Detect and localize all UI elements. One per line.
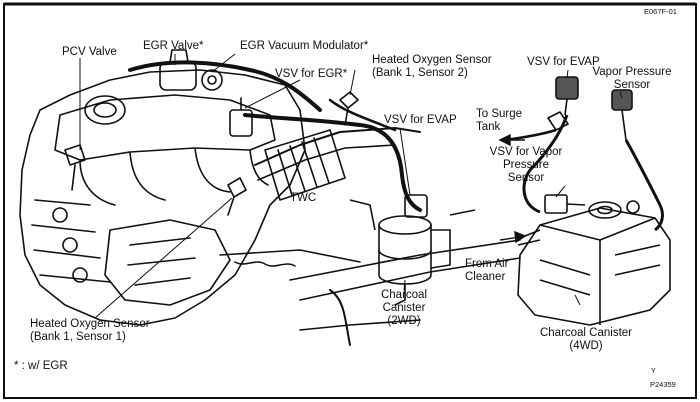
label-charcoal-canister-2wd-line1: Charcoal: [380, 289, 428, 301]
label-vsv-for-egr: VSV for EGR*: [275, 68, 348, 80]
label-charcoal-canister-2wd: Charcoal Canister (2WD): [370, 289, 438, 328]
engine-block: [19, 49, 521, 346]
label-from-air-cleaner-line2: Cleaner: [465, 271, 506, 283]
label-twc: TWC: [290, 192, 317, 204]
leader-lines: [79, 53, 623, 319]
label-vsv-for-vapor-pressure-sensor-line2: Pressure: [502, 159, 550, 171]
label-egr-vacuum-modulator: EGR Vacuum Modulator*: [240, 40, 369, 52]
label-egr-valve: EGR Valve*: [143, 40, 204, 52]
label-charcoal-canister-4wd: Charcoal Canister (4WD): [530, 327, 642, 353]
canister-4wd-drawing: [504, 76, 671, 326]
label-ho2s-bank1-sensor2-line1: Heated Oxygen Sensor: [372, 54, 492, 66]
label-vapor-pressure-sensor-line2: Sensor: [613, 79, 651, 91]
label-ho2s-bank1-sensor1: Heated Oxygen Sensor (Bank 1, Sensor 1): [30, 318, 150, 344]
label-charcoal-canister-2wd-line3: (2WD): [387, 315, 421, 327]
label-from-air-cleaner-line1: From Air: [465, 258, 509, 270]
label-charcoal-canister-4wd-line2: (4WD): [569, 340, 603, 352]
label-ho2s-bank1-sensor2: Heated Oxygen Sensor (Bank 1, Sensor 2): [372, 54, 492, 80]
label-vsv-for-evap-2wd: VSV for EVAP: [384, 114, 457, 126]
label-to-surge-tank-line2: Tank: [476, 121, 501, 133]
flow-arrows: [498, 133, 527, 244]
label-charcoal-canister-2wd-line2: Canister: [382, 302, 426, 314]
label-ho2s-bank1-sensor1-line1: Heated Oxygen Sensor: [30, 318, 150, 330]
label-to-surge-tank: To Surge Tank: [476, 108, 522, 134]
label-from-air-cleaner: From Air Cleaner: [465, 258, 508, 284]
figure-code-bottom: P24359: [650, 380, 676, 389]
label-charcoal-canister-4wd-line1: Charcoal Canister: [539, 327, 633, 339]
label-ho2s-bank1-sensor1-line2: (Bank 1, Sensor 1): [30, 331, 126, 343]
label-vsv-for-vapor-pressure-sensor: VSV for Vapor Pressure Sensor: [478, 146, 574, 185]
corner-mark: Y: [651, 368, 656, 375]
label-ho2s-bank1-sensor2-line2: (Bank 1, Sensor 2): [372, 67, 468, 79]
footnote-egr: * : w/ EGR: [14, 360, 68, 372]
label-vapor-pressure-sensor: Vapor Pressure Sensor: [580, 66, 684, 92]
label-vsv-for-vapor-pressure-sensor-line3: Sensor: [507, 172, 545, 184]
label-pcv-valve: PCV Valve: [62, 46, 117, 58]
figure-code-top: E067F-01: [644, 7, 677, 16]
label-vapor-pressure-sensor-line1: Vapor Pressure: [592, 66, 672, 78]
label-vsv-for-evap-4wd: VSV for EVAP: [527, 56, 600, 68]
label-vsv-for-vapor-pressure-sensor-line1: VSV for Vapor: [489, 146, 563, 158]
label-to-surge-tank-line1: To Surge: [476, 108, 523, 120]
